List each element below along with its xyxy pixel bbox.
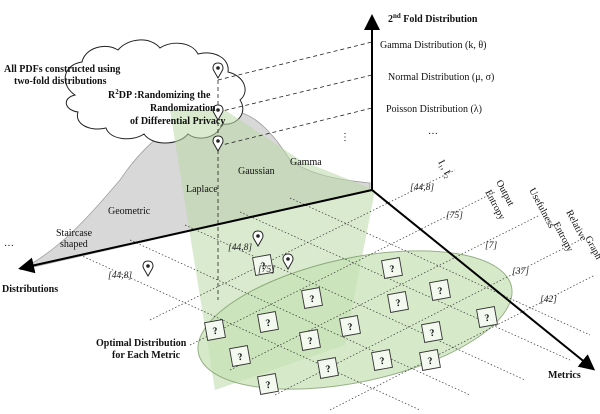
pin-icon xyxy=(212,62,224,80)
question-mark: ? xyxy=(265,318,272,330)
question-box: ? xyxy=(299,329,321,351)
ref-75-top: [75] xyxy=(446,211,463,221)
question-box: ? xyxy=(387,291,409,313)
question-box: ? xyxy=(339,315,361,337)
title-line2: Randomization xyxy=(150,103,216,114)
pin-icon xyxy=(212,104,224,122)
question-mark: ? xyxy=(389,264,396,276)
metrics-axis xyxy=(371,189,596,371)
question-mark: ? xyxy=(307,336,314,348)
ref-448-c: [44,8] xyxy=(108,271,132,281)
question-mark: ? xyxy=(237,352,244,364)
pin-icon xyxy=(252,230,264,248)
question-box: ? xyxy=(204,319,226,341)
question-box: ? xyxy=(257,373,279,395)
question-box: ? xyxy=(381,257,403,279)
ref-448-top: [44,8] xyxy=(410,183,434,193)
question-box: ? xyxy=(317,357,339,379)
dist-gaussian: Gaussian xyxy=(238,166,275,177)
question-mark: ? xyxy=(309,294,316,306)
vertical-axis-label: 2nd Fold Distribution xyxy=(388,12,478,25)
ref-42: [42] xyxy=(540,295,557,305)
ref-7: [7] xyxy=(485,241,497,251)
metric-i1i2: I₁, I₂ xyxy=(435,158,453,180)
pin-icon xyxy=(212,135,224,153)
question-mark: ? xyxy=(429,328,436,340)
question-box: ? xyxy=(229,345,251,367)
question-mark: ? xyxy=(484,313,491,325)
ref-75-b: [75] xyxy=(258,265,275,275)
question-mark: ? xyxy=(212,326,219,338)
distributions-axis xyxy=(18,189,373,274)
question-mark: ? xyxy=(260,261,267,273)
optimal-label-line2: for Each Metric xyxy=(112,350,181,361)
question-box: ? xyxy=(257,311,279,333)
metric-graph: Graph xyxy=(582,234,600,261)
distributions-axis-label: Distributions xyxy=(2,284,58,295)
question-mark: ? xyxy=(379,356,386,368)
ref-37: [37] xyxy=(512,267,529,277)
question-box: ? xyxy=(421,321,443,343)
question-boxes: ???????????????? xyxy=(204,254,498,395)
cloud-text-line1: All PDFs constructed using xyxy=(4,64,120,75)
dist-geometric: Geometric xyxy=(108,206,151,217)
question-box: ? xyxy=(371,349,393,371)
dist-laplace: Laplace xyxy=(186,184,218,195)
second-fold-normal: Normal Distribution (μ, σ) xyxy=(388,72,494,83)
question-mark: ? xyxy=(427,356,434,368)
cloud-text-line2: two-fold distributions xyxy=(14,76,107,87)
question-mark: ? xyxy=(325,364,332,376)
question-mark: ? xyxy=(347,322,354,334)
question-box: ? xyxy=(301,287,323,309)
pin-icon xyxy=(282,253,294,271)
second-fold-gamma: Gamma Distribution (k, θ) xyxy=(380,40,486,51)
question-box: ? xyxy=(252,254,274,276)
optimal-label-line1: Optimal Distribution xyxy=(96,338,187,349)
question-box: ? xyxy=(429,279,451,301)
dist-staircase-2: shaped xyxy=(60,239,88,250)
metrics-axis-label: Metrics xyxy=(548,370,581,381)
vertical-ellipsis: ⋮ xyxy=(340,132,350,143)
dist-gamma: Gamma xyxy=(290,157,322,168)
question-mark: ? xyxy=(265,380,272,392)
title-line3: of Differential Privacy xyxy=(130,116,225,127)
left-ellipsis: … xyxy=(4,238,14,249)
second-fold-ellipsis: … xyxy=(428,126,438,137)
question-box: ? xyxy=(476,306,498,328)
second-fold-poisson: Poisson Distribution (λ) xyxy=(386,104,482,115)
pin-icon xyxy=(142,260,154,278)
question-mark: ? xyxy=(395,298,402,310)
question-mark: ? xyxy=(437,286,444,298)
title-line1: R2DP :Randomizing the xyxy=(108,88,211,101)
ref-448-a: [44,8] xyxy=(228,243,252,253)
question-box: ? xyxy=(419,349,441,371)
dist-staircase-1: Staircase xyxy=(56,228,93,239)
